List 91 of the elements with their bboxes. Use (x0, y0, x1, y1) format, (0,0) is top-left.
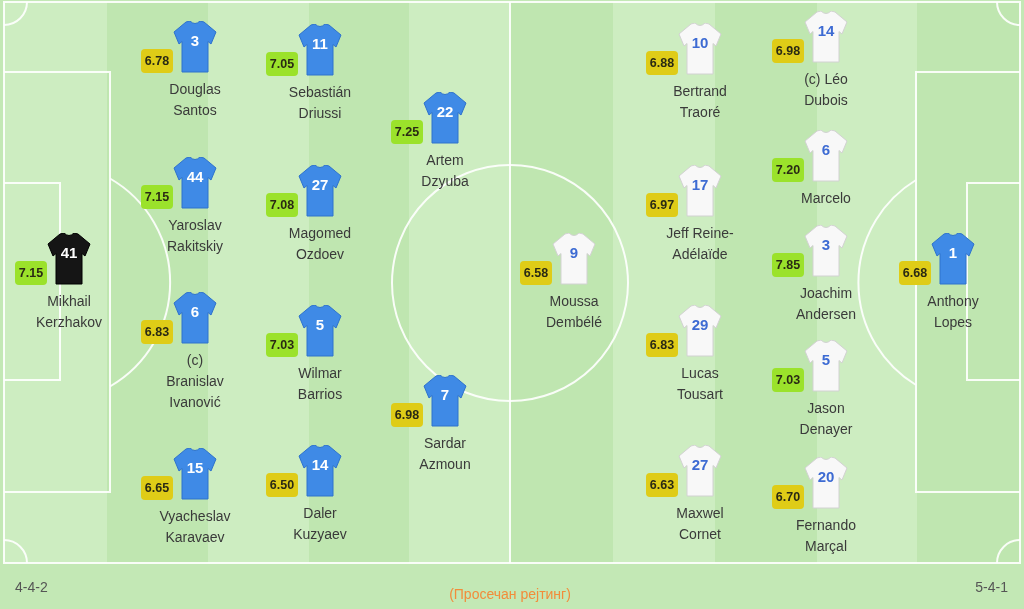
player-name: Anthony Lopes (926, 292, 980, 332)
player-name: Magomed Ozdoev (287, 224, 353, 264)
rating-badge: 6.58 (520, 261, 552, 285)
jersey-number: 5 (315, 316, 325, 334)
jersey-number: 1 (948, 244, 958, 262)
jersey (47, 233, 91, 285)
player-name: Sebastián Driussi (287, 83, 353, 123)
jersey-number: 6 (190, 303, 200, 321)
jersey (552, 233, 596, 285)
jersey (804, 130, 848, 182)
jersey (298, 445, 342, 497)
jersey-number: 20 (817, 468, 835, 486)
jersey (298, 305, 342, 357)
jersey (678, 165, 722, 217)
player-name: Douglas Santos (168, 80, 222, 120)
player-name: Yaroslav Rakitskiy (166, 216, 224, 256)
jersey-number: 27 (311, 176, 329, 194)
jersey-number: 22 (436, 103, 454, 121)
jersey (423, 92, 467, 144)
jersey-number: 6 (821, 141, 831, 159)
rating-badge: 7.05 (266, 52, 298, 76)
jersey (678, 445, 722, 497)
jersey-number: 15 (186, 459, 204, 477)
jersey-number: 44 (186, 168, 204, 186)
jersey-number: 10 (691, 34, 709, 52)
rating-badge: 6.83 (646, 333, 678, 357)
rating-badge: 6.68 (899, 261, 931, 285)
rating-badge: 7.03 (772, 368, 804, 392)
jersey (931, 233, 975, 285)
jersey (173, 157, 217, 209)
rating-badge: 6.98 (772, 39, 804, 63)
rating-badge: 7.85 (772, 253, 804, 277)
jersey-number: 11 (312, 35, 328, 53)
player-name: Joachim Andersen (795, 284, 857, 324)
player-name: Maxwel Cornet (675, 504, 725, 544)
rating-badge: 6.50 (266, 473, 298, 497)
player-name: Daler Kuzyaev (292, 504, 348, 544)
jersey (298, 165, 342, 217)
player-name: (c) Léo Dubois (803, 70, 849, 110)
rating-badge: 7.08 (266, 193, 298, 217)
player-name: (c) Branislav Ivanović (165, 351, 225, 412)
player-name: Vyacheslav Karavaev (158, 507, 232, 547)
jersey-number: 5 (821, 351, 831, 369)
player-name: Sardar Azmoun (418, 434, 472, 474)
jersey-number: 14 (817, 22, 835, 40)
player-name: Moussa Dembélé (545, 292, 603, 332)
rating-badge: 6.65 (141, 476, 173, 500)
jersey-number: 41 (60, 244, 78, 262)
rating-badge: 7.15 (15, 261, 47, 285)
rating-badge: 6.83 (141, 320, 173, 344)
player-name: Fernando Marçal (795, 516, 857, 556)
jersey (173, 448, 217, 500)
rating-badge: 6.97 (646, 193, 678, 217)
player-name: Marcelo (801, 189, 851, 208)
rating-badge: 7.20 (772, 158, 804, 182)
rating-note: (Просечан рејтинг) (449, 585, 571, 603)
jersey-number: 29 (691, 316, 709, 334)
rating-badge: 7.15 (141, 185, 173, 209)
jersey-number: 3 (190, 32, 200, 50)
formation-label: 5-4-1 (975, 578, 1008, 596)
jersey (173, 292, 217, 344)
jersey (298, 24, 342, 76)
jersey-number: 17 (691, 176, 709, 194)
jersey (804, 225, 848, 277)
jersey (678, 305, 722, 357)
jersey (173, 21, 217, 73)
jersey-number: 27 (691, 456, 709, 474)
jersey (678, 23, 722, 75)
player-name: Wilmar Barrios (296, 364, 344, 404)
rating-badge: 6.88 (646, 51, 678, 75)
jersey (804, 457, 848, 509)
jersey-number: 7 (440, 386, 450, 404)
player-name: Jeff Reine-Adélaïde (665, 224, 735, 264)
jersey (804, 340, 848, 392)
rating-badge: 7.25 (391, 120, 423, 144)
jersey-number: 14 (311, 456, 329, 474)
rating-badge: 6.70 (772, 485, 804, 509)
player-name: Lucas Tousart (676, 364, 724, 404)
jersey (423, 375, 467, 427)
jersey-number: 3 (821, 236, 831, 254)
player-name: Jason Denayer (798, 399, 854, 439)
player-name: Bertrand Traoré (672, 82, 728, 122)
rating-badge: 6.63 (646, 473, 678, 497)
jersey (804, 11, 848, 63)
rating-badge: 7.03 (266, 333, 298, 357)
player-name: Artem Dzyuba (420, 151, 470, 191)
jersey-number: 9 (569, 244, 579, 262)
player-name: Mikhail Kerzhakov (34, 292, 104, 332)
rating-badge: 6.98 (391, 403, 423, 427)
rating-badge: 6.78 (141, 49, 173, 73)
formation-label: 4-4-2 (15, 578, 48, 596)
